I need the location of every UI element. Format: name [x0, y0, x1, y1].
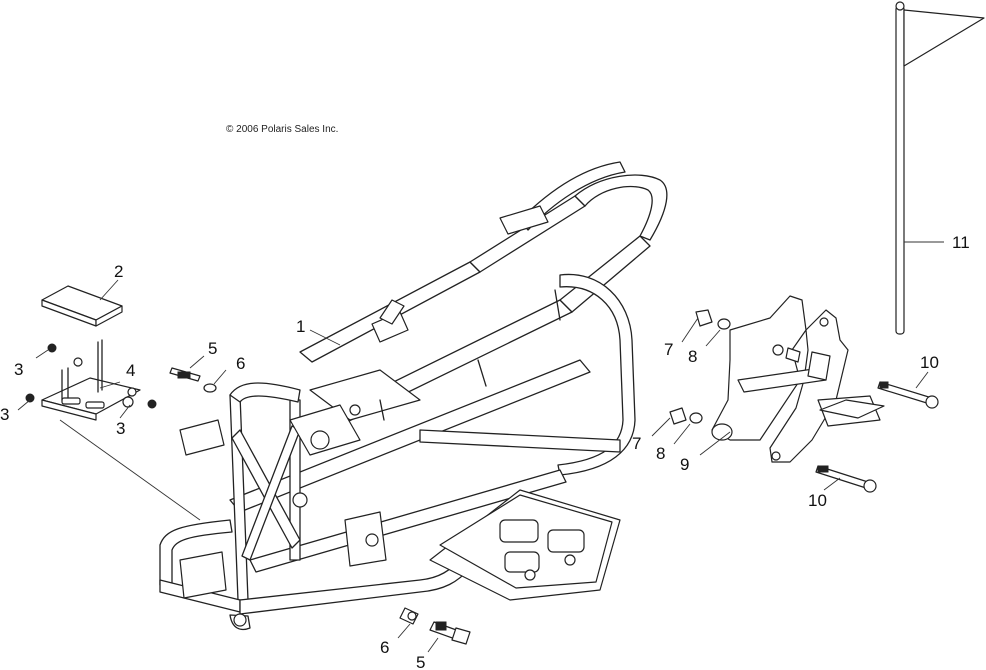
bolt-nut-lower: [399, 607, 471, 645]
callout-labels: 1 2 3 3 3 4 5 6 6 5 7 8 7 8 9 10 10 11: [0, 233, 970, 670]
callout-8-upper: 8: [688, 347, 697, 366]
bolt-nut-upper: [169, 367, 217, 393]
copyright-text: © 2006 Polaris Sales Inc.: [226, 124, 338, 135]
callout-1: 1: [296, 317, 305, 336]
callout-3-a: 3: [14, 360, 23, 379]
callout-7-upper: 7: [664, 340, 673, 359]
hardware-bolts: [25, 343, 157, 409]
callout-5-lower: 5: [416, 653, 425, 670]
callout-6-upper: 6: [236, 354, 245, 373]
main-frame: [159, 161, 668, 631]
pad-part: [41, 285, 123, 327]
callout-11: 11: [952, 233, 970, 252]
callout-9: 9: [680, 455, 689, 474]
footrest-plate: [429, 489, 621, 601]
rear-bracket-assembly: [711, 295, 885, 463]
long-bolts: [815, 381, 939, 493]
callout-2: 2: [114, 262, 123, 281]
nuts-washers-rear: [669, 309, 731, 425]
callout-5-upper: 5: [208, 339, 217, 358]
callout-6-lower: 6: [380, 638, 389, 657]
callout-3-b: 3: [0, 405, 9, 424]
callout-7-lower: 7: [632, 434, 641, 453]
callout-3-c: 3: [116, 419, 125, 438]
safety-flag: [895, 1, 985, 335]
callout-10-lower: 10: [808, 491, 827, 510]
callout-4: 4: [126, 361, 135, 380]
callout-8-lower: 8: [656, 444, 665, 463]
mount-bracket: [41, 339, 141, 421]
callout-10-upper: 10: [920, 353, 939, 372]
leader-lines: [17, 241, 944, 653]
